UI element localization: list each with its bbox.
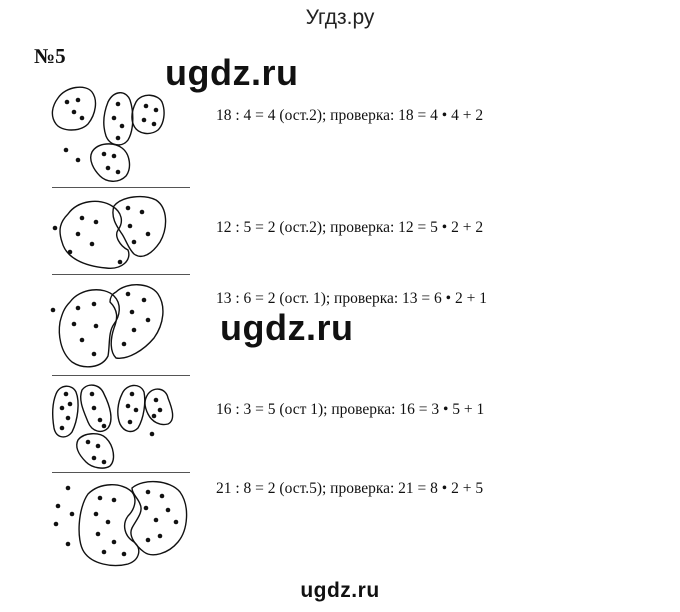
equation-row-3: 13 : 6 = 2 (ост. 1); проверка: 13 = 6 • …: [216, 290, 487, 307]
equation-row-1: 18 : 4 = 4 (ост.2); проверка: 18 = 4 • 4…: [216, 107, 484, 124]
group-blob: [51, 385, 79, 438]
divider: [52, 274, 190, 275]
equation-row-2: 12 : 5 = 2 (ост.2); проверка: 12 = 5 • 2…: [216, 219, 484, 236]
group-blob: [103, 92, 134, 146]
equation-row-5: 21 : 8 = 2 (ост.5); проверка: 21 = 8 • 2…: [216, 480, 484, 497]
dots: [59, 391, 163, 465]
dots: [63, 97, 159, 175]
equation-row-4: 16 : 3 = 5 (ост 1); проверка: 16 = 3 • 5…: [216, 401, 485, 418]
task-number: №5: [34, 44, 66, 68]
watermark: ugdz.ru: [300, 579, 380, 602]
watermark: ugdz.ru: [165, 52, 299, 93]
dots: [53, 485, 179, 557]
divider: [52, 375, 190, 376]
group-blob: [117, 384, 146, 433]
diagram-row-2: [52, 195, 167, 269]
diagram-row-3: [50, 284, 164, 368]
group-blob: [112, 195, 167, 258]
group-blob: [131, 94, 165, 135]
group-blob: [59, 200, 130, 269]
site-title: Угдз.ру: [305, 6, 375, 29]
divider: [52, 187, 190, 188]
group-blob: [90, 143, 131, 182]
group-blob: [109, 284, 164, 359]
group-blob: [76, 433, 115, 469]
diagram-row-4: [51, 384, 174, 469]
dots: [50, 291, 151, 357]
group-blob: [79, 384, 112, 433]
group-blob: [58, 289, 120, 368]
group-blob: [51, 86, 97, 131]
divider: [52, 472, 190, 473]
diagram-row-5: [53, 481, 188, 567]
watermark: ugdz.ru: [220, 307, 354, 348]
group-blob: [144, 388, 174, 426]
group-blob: [78, 484, 140, 567]
dots: [52, 205, 151, 265]
diagram-row-1: [51, 86, 165, 182]
group-blob: [130, 481, 188, 556]
